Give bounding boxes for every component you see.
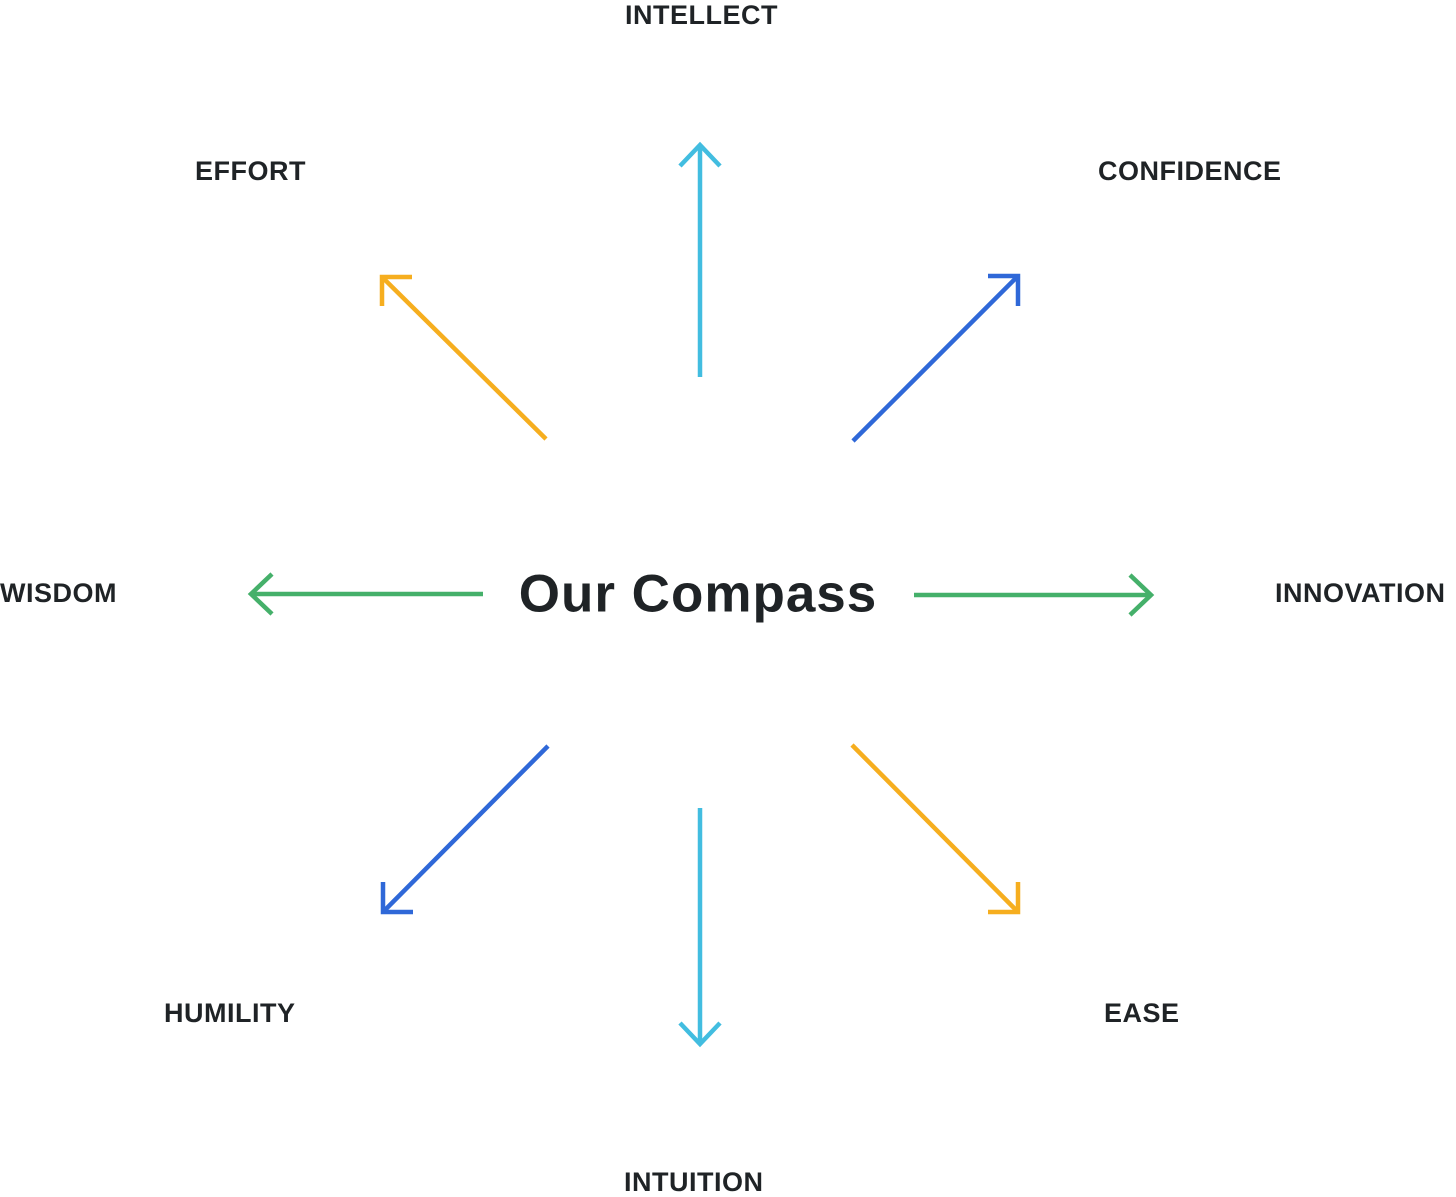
arrow-down-left-icon	[380, 744, 550, 915]
label-intuition: INTUITION	[624, 1167, 764, 1197]
arrow-down-right-icon	[850, 743, 1021, 915]
arrow-up-left-icon	[379, 274, 548, 441]
arrow-right-icon	[914, 573, 1155, 617]
label-ease: EASE	[1104, 998, 1180, 1028]
label-innovation: INNOVATION	[1275, 578, 1446, 608]
label-intellect: INTELLECT	[625, 0, 778, 30]
arrow-up-right-icon	[851, 273, 1021, 443]
arrow-down-icon	[678, 808, 722, 1048]
label-confidence: CONFIDENCE	[1098, 156, 1282, 186]
label-humility: HUMILITY	[164, 998, 296, 1028]
label-effort: EFFORT	[195, 156, 306, 186]
label-wisdom: WISDOM	[0, 578, 117, 608]
compass-title: Our Compass	[518, 564, 878, 624]
arrow-left-icon	[247, 572, 483, 616]
arrow-up-icon	[678, 141, 722, 377]
